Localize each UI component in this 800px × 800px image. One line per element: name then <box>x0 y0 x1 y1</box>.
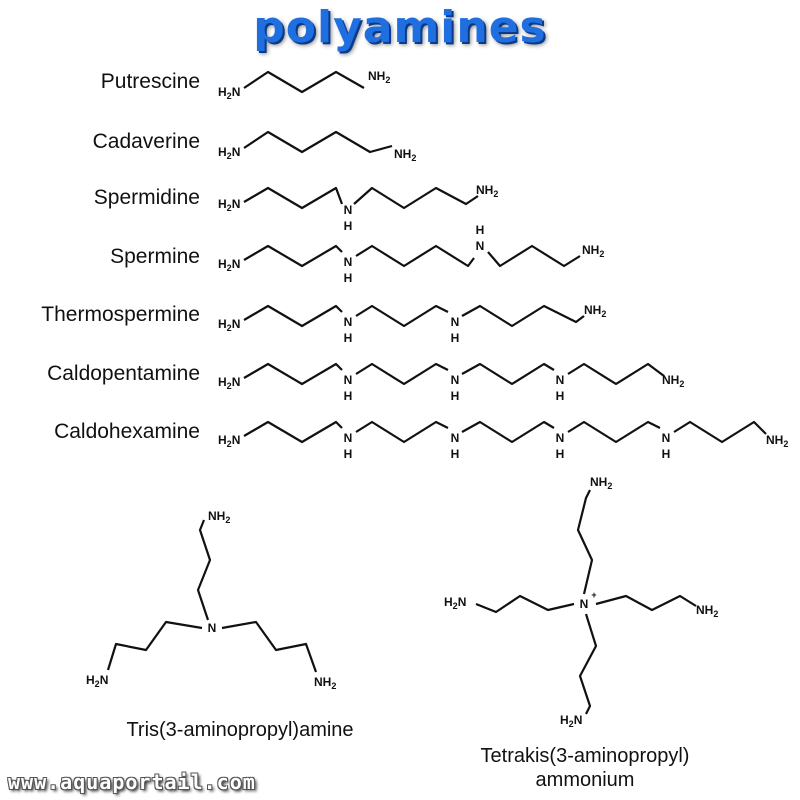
bond-spermine-c <box>487 244 581 268</box>
compound-name-thermospermine: Thermospermine <box>41 303 200 326</box>
imine-n-caldohexamine-1: N <box>451 431 460 445</box>
imine-h-spermine-2: H <box>476 223 485 237</box>
nh2-putrescine: NH2 <box>368 69 390 85</box>
imine-n-caldohexamine-2: N <box>556 431 565 445</box>
bond-spermidine-tail <box>353 186 479 210</box>
h2n-cadaverine: H2N <box>218 145 240 161</box>
bond-caldopentamine-1 <box>355 362 449 386</box>
bond-spermidine-3 <box>243 186 344 210</box>
compound-name-spermidine: Spermidine <box>93 186 200 209</box>
h2n-tetrakis-down: H2N <box>560 713 582 729</box>
imine-n-thermo-2: N <box>451 315 460 329</box>
h2n-caldopentamine: H2N <box>218 375 240 391</box>
bond-caldohexamine-1 <box>355 420 449 444</box>
imine-h-thermo-2: H <box>451 331 460 345</box>
imine-h-caldohexamine-2: H <box>556 447 565 461</box>
h2n-tris-left: H2N <box>86 673 108 689</box>
imine-h-caldohexamine-0: H <box>344 447 353 461</box>
nh2-tris-right: NH2 <box>314 675 336 691</box>
imine-n-caldohexamine-0: N <box>344 431 353 445</box>
imine-n-caldopentamine-2: N <box>556 373 565 387</box>
central-n-tetrakis: N <box>580 597 589 611</box>
imine-n-spermine-2: N <box>476 239 485 253</box>
nh2-thermospermine: NH2 <box>584 303 606 319</box>
bond-tetrakis-right <box>595 594 697 612</box>
compound-name-cadaverine: Cadaverine <box>92 130 200 153</box>
imine-h-spermidine-3: H <box>344 219 353 233</box>
h2n-caldohexamine: H2N <box>218 433 240 449</box>
nh2-tris-upper: NH2 <box>208 509 230 525</box>
imine-n-caldohexamine-3: N <box>662 431 671 445</box>
bond-putrescine <box>243 70 365 94</box>
diagram-title: polyamines <box>253 2 547 53</box>
nh2-caldopentamine: NH2 <box>662 373 684 389</box>
imine-h-caldohexamine-3: H <box>662 447 671 461</box>
bond-caldohexamine-4 <box>673 420 767 444</box>
bond-caldopentamine-0 <box>243 362 343 386</box>
caption-tetrakis-line2: ammonium <box>535 769 635 791</box>
nh2-tetrakis-up: NH2 <box>590 475 612 491</box>
bond-cadaverine <box>243 130 393 154</box>
bond-thermo-b <box>355 304 449 328</box>
bond-tris-right <box>221 620 318 673</box>
imine-h-caldopentamine-0: H <box>344 389 353 403</box>
h2n-spermidine: H2N <box>218 197 240 213</box>
compound-name-caldohexamine: Caldohexamine <box>54 420 200 443</box>
central-n-tris: N <box>208 621 217 635</box>
h2n-thermospermine: H2N <box>218 317 240 333</box>
compound-name-spermine: Spermine <box>110 245 200 268</box>
imine-n-spermidine-3: N <box>344 203 353 217</box>
bond-thermo-a <box>243 304 343 328</box>
bond-tetrakis-up <box>576 489 594 595</box>
imine-n-caldopentamine-0: N <box>344 373 353 387</box>
bond-caldopentamine-3 <box>567 362 665 386</box>
imine-n-caldopentamine-1: N <box>451 373 460 387</box>
compound-name-putrescine: Putrescine <box>100 70 200 93</box>
imine-h-caldohexamine-1: H <box>451 447 460 461</box>
charge-tetrakis: + <box>591 590 596 600</box>
bond-caldohexamine-2 <box>461 420 555 444</box>
compound-name-caldopentamine: Caldopentamine <box>47 362 200 385</box>
watermark: www.aquaportail.com <box>8 770 256 794</box>
imine-h-thermo-1: H <box>344 331 353 345</box>
bond-thermo-c <box>461 304 585 328</box>
bond-caldohexamine-0 <box>243 420 343 444</box>
caption-tris-aminopropyl-amine: Tris(3-aminopropyl)amine <box>126 719 354 741</box>
bond-caldopentamine-2 <box>461 362 555 386</box>
h2n-putrescine: H2N <box>218 85 240 101</box>
bond-tetrakis-down <box>578 613 598 715</box>
imine-h-caldopentamine-1: H <box>451 389 460 403</box>
imine-n-spermine-1: N <box>344 255 353 269</box>
nh2-tetrakis-right: NH2 <box>696 603 718 619</box>
nh2-spermine: NH2 <box>582 243 604 259</box>
caption-tetrakis-line1: Tetrakis(3-aminopropyl) <box>480 745 690 767</box>
imine-h-caldopentamine-2: H <box>556 389 565 403</box>
bond-tris-left <box>106 620 203 671</box>
bond-tris-upper <box>196 519 212 621</box>
nh2-cadaverine: NH2 <box>394 147 416 163</box>
bond-spermine-a <box>243 244 343 268</box>
nh2-caldohexamine: NH2 <box>766 433 788 449</box>
h2n-spermine: H2N <box>218 257 240 273</box>
imine-n-thermo-1: N <box>344 315 353 329</box>
imine-h-spermine-1: H <box>344 271 353 285</box>
bond-spermine-b <box>355 244 475 268</box>
bond-caldohexamine-3 <box>567 420 661 444</box>
nh2-spermidine: NH2 <box>476 183 498 199</box>
bond-tetrakis-left <box>475 594 575 614</box>
h2n-tetrakis-left: H2N <box>444 595 466 611</box>
